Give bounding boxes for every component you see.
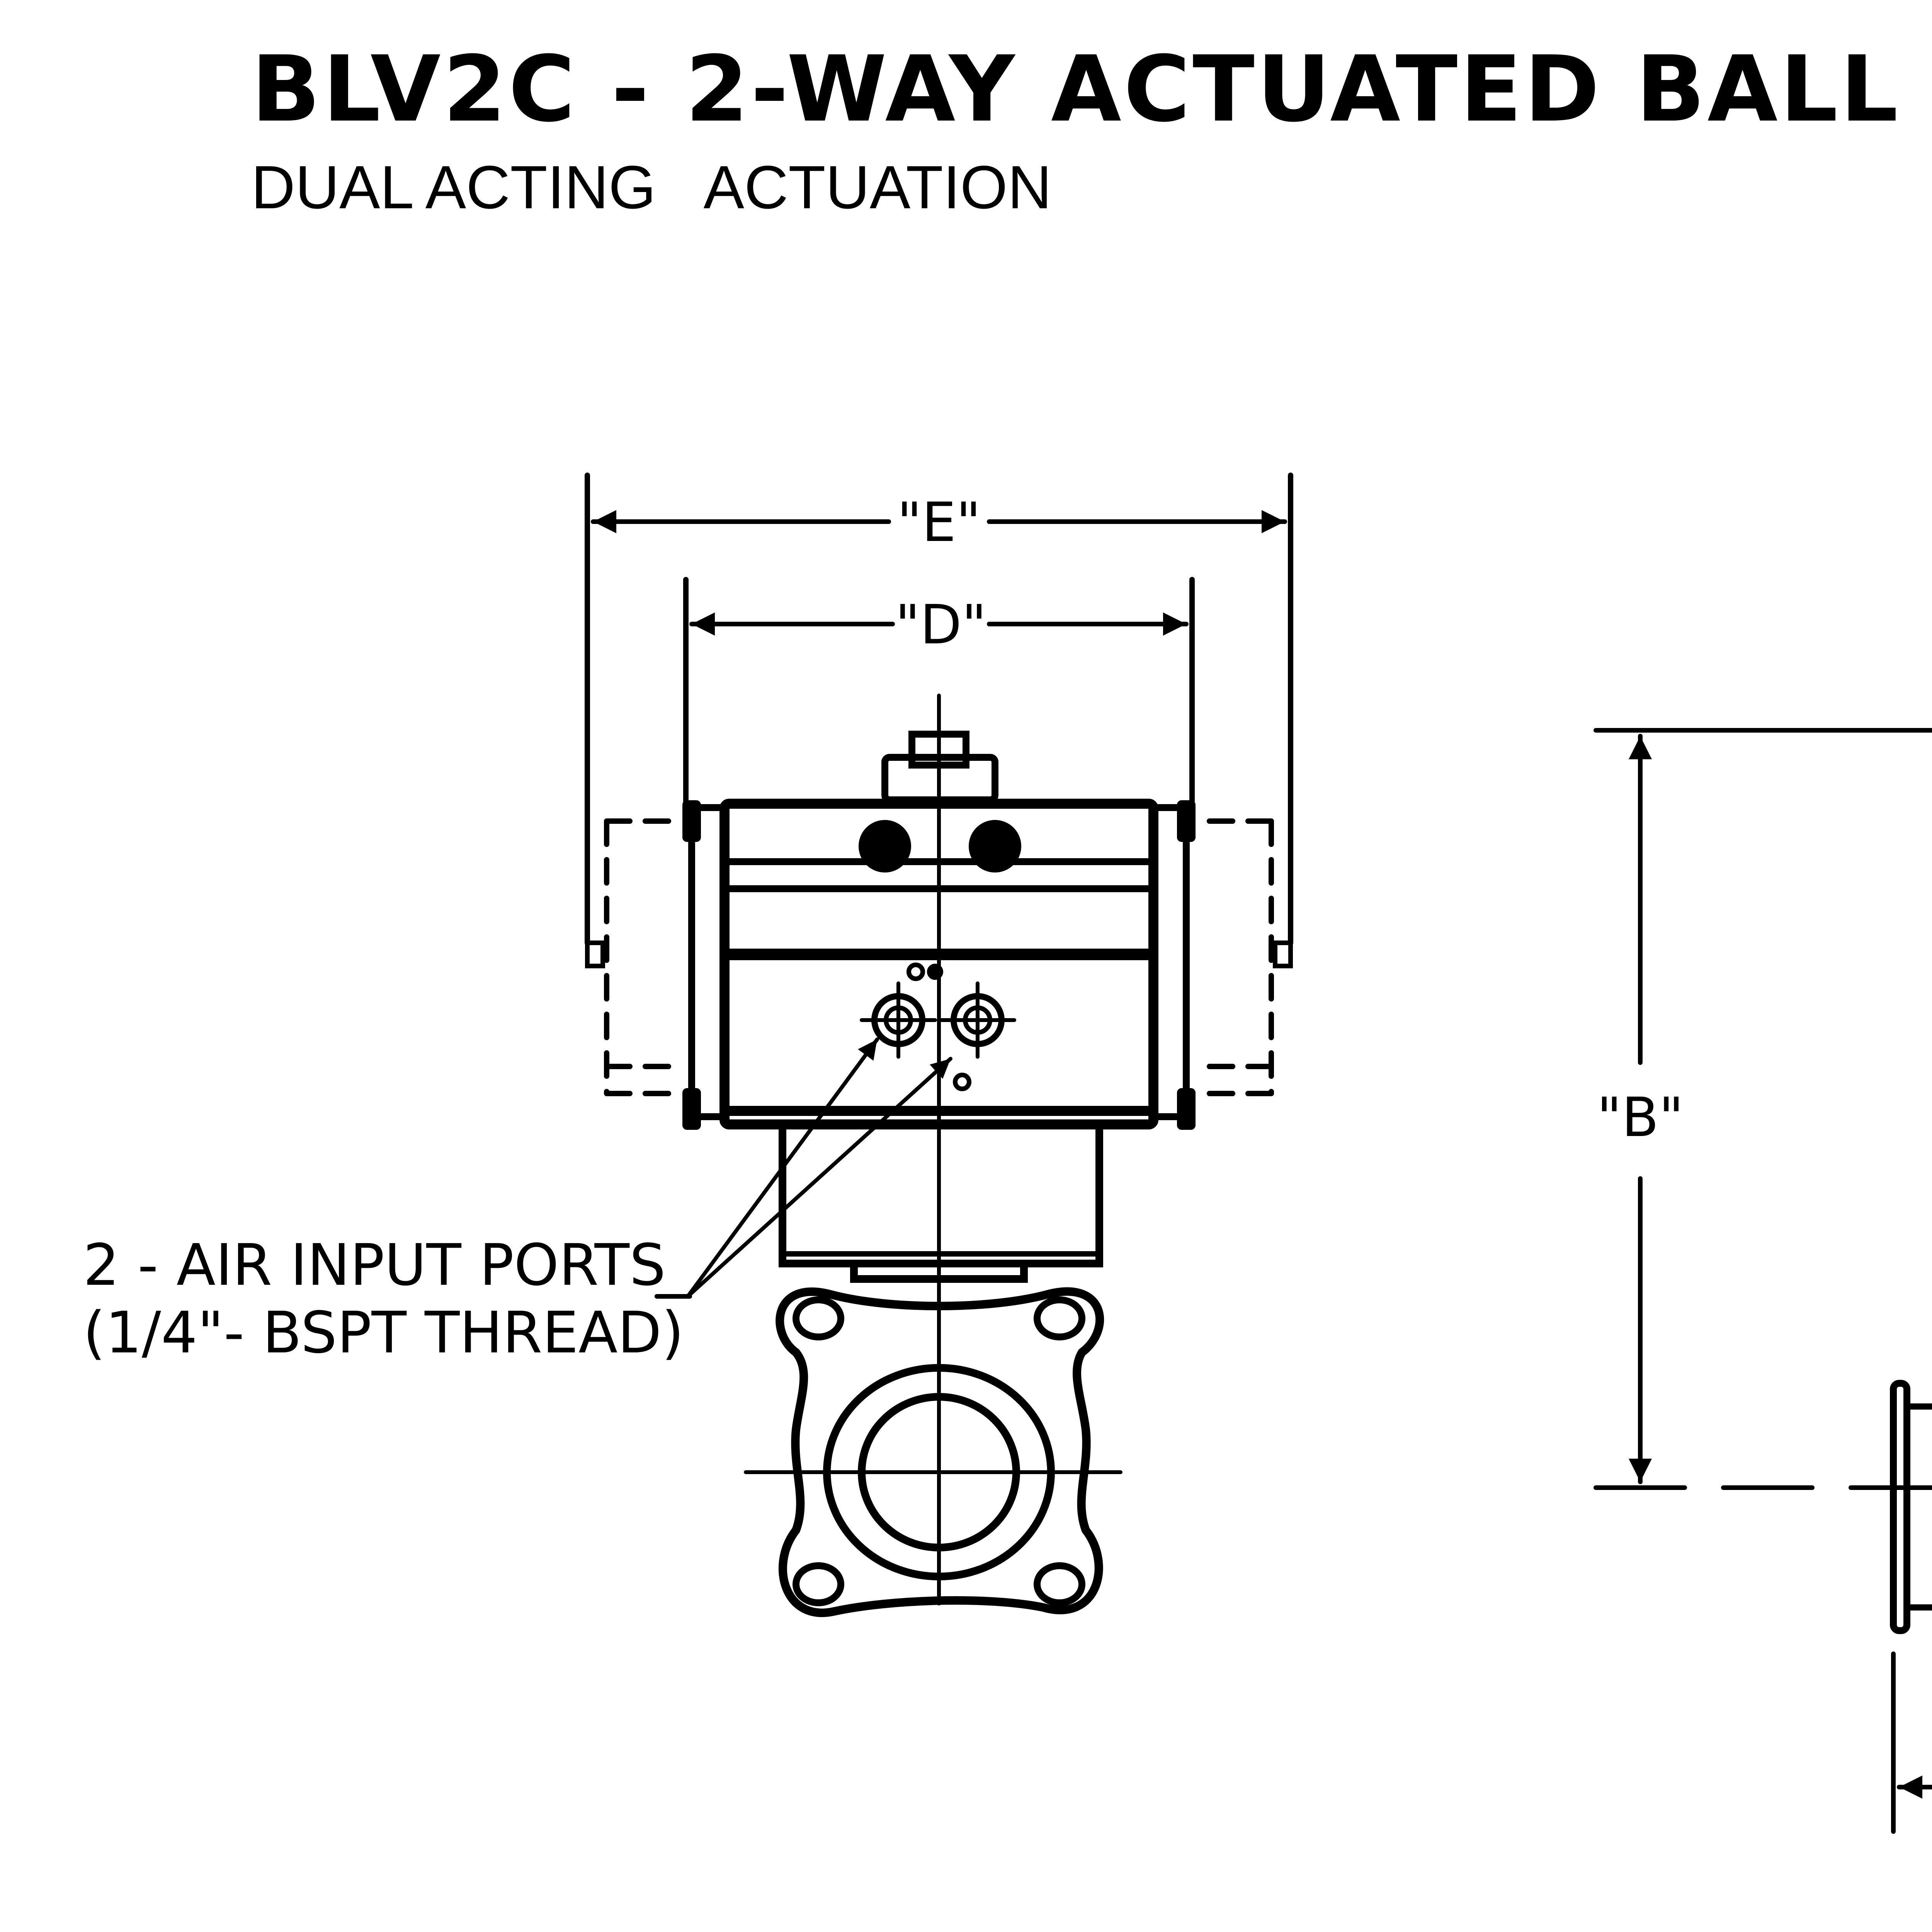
technical-drawing: "E" "D" [83,473,1932,1834]
front-view: "E" "D" [83,473,1293,1617]
page-title: BLV2C - 2-WAY ACTUATED BALL VALVE, CLAMP… [251,37,1932,142]
air-port-left [860,981,937,1059]
air-port-right [939,981,1016,1059]
annotation-air-ports-line2: (1/4"- BSPT THREAD) [83,1299,684,1366]
dimension-a: "A" [1891,1651,1932,1834]
dimension-label-e: "E" [897,491,981,554]
dimension-b: "B" [1594,728,1932,1484]
valve-flange [744,1287,1122,1617]
page-subtitle: DUAL ACTING ACTUATION [251,153,1052,221]
dimension-label-b: "B" [1597,1086,1684,1149]
dimension-e: "E" [585,473,1293,946]
dimension-label-d: "D" [895,594,987,656]
side-view: "C" "B" [1594,728,1932,1834]
annotation-air-ports-line1: 2 - AIR INPUT PORTS [83,1232,666,1298]
dimension-d: "D" [683,577,1195,806]
